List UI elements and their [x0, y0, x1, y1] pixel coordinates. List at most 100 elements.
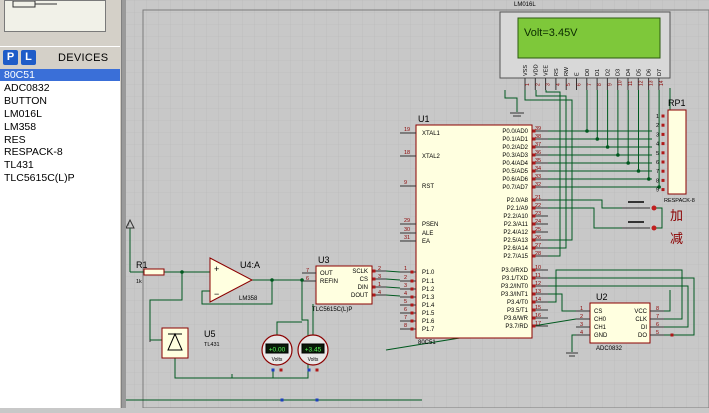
power-mark: ! [128, 222, 130, 228]
pin-marker [410, 295, 414, 299]
u1-pin-name: P0.5/AD5 [502, 169, 528, 175]
device-item[interactable]: BUTTON [4, 94, 47, 107]
u1-pin-number: 22 [535, 203, 541, 209]
u1-ref: U1 [418, 114, 430, 124]
lcd-pin-number: 4 [556, 83, 562, 86]
u2-pin-name: CLK [635, 317, 647, 323]
pin-marker [532, 214, 536, 218]
lcd-part-label: LM016L [514, 2, 536, 8]
u1-pin-name: P0.7/AD7 [502, 185, 528, 191]
u1-pin-name: RST [422, 184, 434, 190]
u1-pin-number: 9 [404, 180, 407, 186]
device-item[interactable]: 80C51 [0, 69, 120, 81]
u2-pin-number: 6 [656, 322, 659, 328]
pin-marker [532, 177, 536, 181]
u2-pin-number: 2 [580, 314, 583, 320]
adc-do-wire [548, 277, 695, 336]
device-item[interactable]: RES [4, 133, 26, 146]
lcd-pin-name: D1 [595, 69, 601, 76]
u1-pin-number: 31 [404, 235, 410, 241]
u1-pin-number: 4 [404, 291, 407, 297]
device-item[interactable]: TL431 [4, 159, 34, 172]
pin-marker [532, 308, 536, 312]
u1-pin-name: PSEN [422, 222, 438, 228]
device-item[interactable]: LM358 [4, 120, 37, 133]
u1-pin-number: 6 [404, 307, 407, 313]
lcd-pin-name: RW [564, 66, 570, 76]
u1-pin-number: 23 [535, 211, 541, 217]
u1-pin-number: 33 [535, 174, 541, 180]
library-manager-button[interactable]: L [21, 50, 36, 65]
device-item[interactable]: RESPACK-8 [4, 146, 63, 159]
lcd-pin-number: 11 [628, 81, 634, 86]
voltmeter-reading: +3.45 [305, 347, 322, 354]
lcd-pin-name: RS [554, 68, 560, 76]
rp1-pin-number: 9 [656, 188, 659, 194]
lcd-pin-number: 10 [618, 80, 624, 86]
u2-pin-name: CS [594, 309, 602, 315]
pin-marker [532, 316, 536, 320]
u1-pin-name: P2.4/A12 [503, 230, 528, 236]
rp1-part-label: RESPACK-8 [664, 198, 695, 204]
device-item[interactable]: LM016L [4, 107, 42, 120]
rp1-pin-number: 4 [656, 142, 659, 148]
junction-dot [180, 270, 184, 274]
pin-marker [532, 169, 536, 173]
device-item[interactable]: TLC5615C(L)P [4, 172, 75, 185]
u1-pin-number: 28 [535, 251, 541, 257]
canvas-edge [122, 0, 126, 408]
rp1-pin-number: 2 [656, 123, 659, 129]
lcd-pin-name: D0 [585, 69, 591, 76]
u1-pin-number: 19 [404, 127, 410, 133]
u3-pin-name: SCLK [352, 269, 368, 275]
rp1-body [667, 109, 687, 195]
u1-pin-number: 13 [535, 289, 541, 295]
button-minus-contact [651, 225, 657, 231]
pick-devices-button[interactable]: P [3, 50, 18, 65]
rp1-pin-number: 6 [656, 160, 659, 166]
u2-pin-name: GND [594, 333, 608, 339]
u1-pin-name: P3.1/TXD [502, 276, 529, 282]
devices-header: P L DEVICES [0, 46, 120, 70]
u2-part-label: ADC0832 [596, 346, 623, 352]
u1-pin-number: 10 [535, 265, 541, 271]
u1-pin-number: 39 [535, 126, 541, 132]
overview-preview[interactable] [0, 0, 120, 40]
pin-marker [661, 178, 665, 182]
u1-pin-number: 12 [535, 281, 541, 287]
u1-pin-number: 37 [535, 142, 541, 148]
u1-pin-number: 16 [535, 313, 541, 319]
pin-marker [532, 206, 536, 210]
lcd-pin-number: 2 [535, 83, 541, 86]
u1-pin-number: 15 [535, 305, 541, 311]
u1-pin-name: P0.3/AD3 [502, 153, 528, 159]
btn2-wire [548, 207, 622, 229]
u5-body [161, 327, 189, 359]
u2-body [589, 302, 651, 344]
pin-marker [372, 269, 376, 273]
dac-bus-wire [385, 294, 401, 297]
voltmeter-display [265, 343, 289, 354]
button-gnd-wire [656, 207, 663, 229]
u1-pin-number: 34 [535, 166, 541, 172]
u4-ref: U4:A [240, 260, 260, 270]
u1-pin-number: 14 [535, 297, 541, 303]
device-item[interactable]: ADC0832 [4, 81, 50, 94]
button-plus-contact [651, 205, 657, 211]
u2-pin-number: 5 [656, 330, 659, 336]
lcd-pin-name: VSS [523, 65, 529, 76]
junction-dot [595, 137, 600, 141]
overview-window[interactable] [4, 0, 106, 32]
r1-value: 1k [136, 279, 142, 285]
schematic-drawing[interactable]: LM016LVolt=3.45VVSS1VDD2VEE3RS4RW5E6D07D… [122, 0, 709, 409]
u1-pin-name: P2.5/A13 [503, 238, 528, 244]
devices-title: DEVICES [58, 52, 109, 64]
pin-marker [532, 284, 536, 288]
rp1-pin-number: 5 [656, 151, 659, 157]
u1-pin-number: 29 [404, 218, 410, 224]
lcd-pin-name: D7 [657, 69, 663, 76]
pin-marker [661, 142, 665, 146]
u1-pin-name: P3.7/RD [505, 324, 528, 330]
